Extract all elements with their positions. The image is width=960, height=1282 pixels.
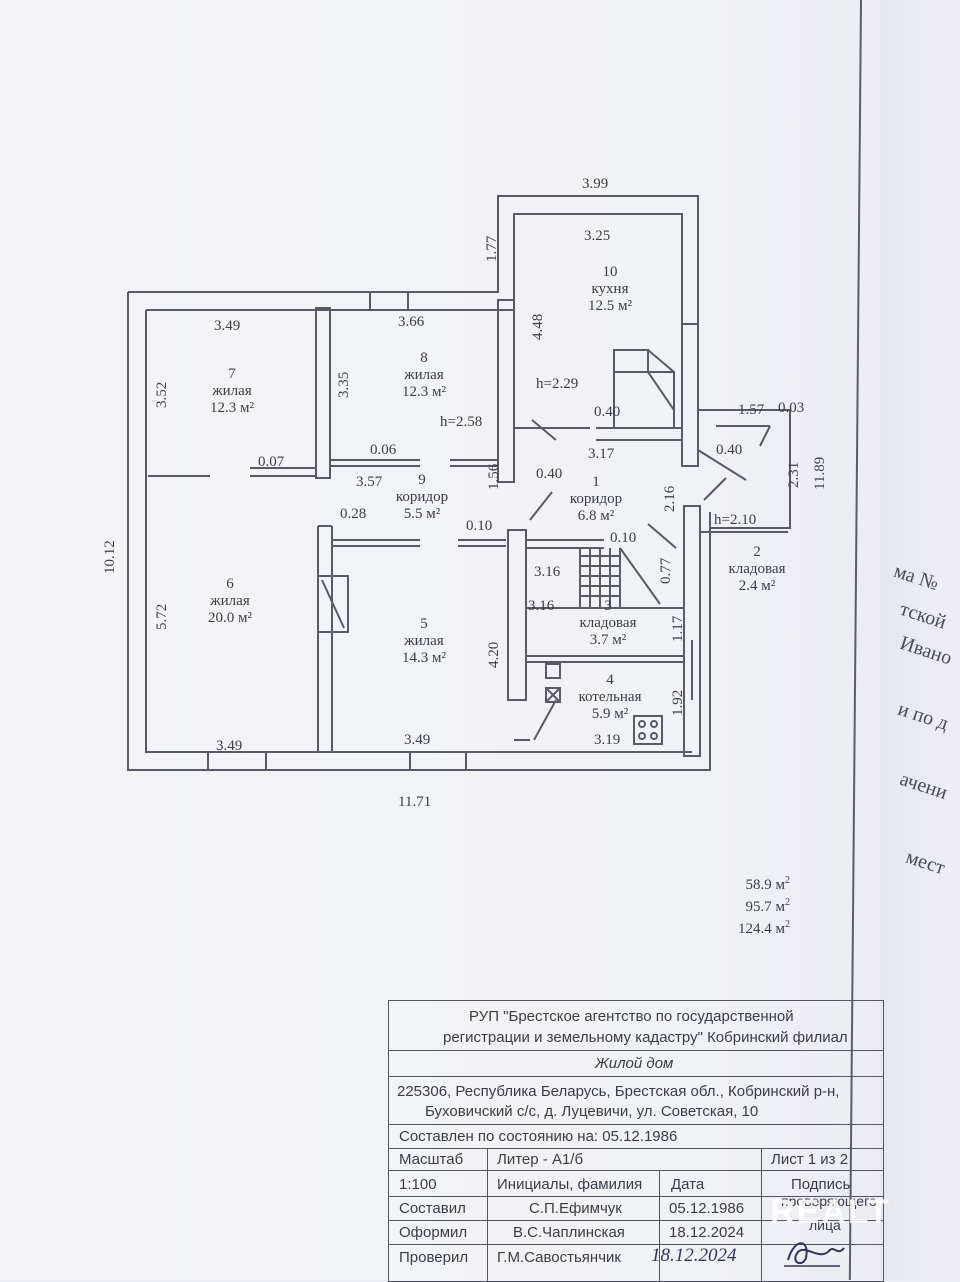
dim-overall-width: 11.71 bbox=[398, 794, 432, 810]
dim-0-28: 0.28 bbox=[340, 506, 367, 522]
tb-row-checked: Проверил Г.М.Савостьянчик 18.12.2024 bbox=[389, 1245, 883, 1281]
sign-header: Подпись bbox=[791, 1176, 851, 1193]
name-checked: Г.М.Савостьянчик bbox=[497, 1249, 621, 1266]
sheet-number: Лист 1 из 2 bbox=[771, 1151, 849, 1168]
tb-org-row: РУП "Брестское агентство по государствен… bbox=[389, 1001, 883, 1051]
dim-0-07: 0.07 bbox=[258, 454, 285, 470]
dim-3-19: 3.19 bbox=[594, 732, 621, 748]
total-living-area: 58.9 м bbox=[745, 877, 786, 893]
dim-0-77: 0.77 bbox=[658, 557, 674, 584]
dim-3-49-top: 3.49 bbox=[214, 318, 241, 334]
tb-address-row: 225306, Республика Беларусь, Брестская о… bbox=[389, 1077, 883, 1125]
dim-0-03: 0.03 bbox=[778, 400, 805, 416]
total-full-area: 124.4 м bbox=[738, 921, 785, 937]
dim-3-35: 3.35 bbox=[336, 371, 352, 398]
adjacent-sheet bbox=[880, 0, 960, 1280]
dim-0-10-a: 0.10 bbox=[466, 518, 493, 534]
height-2-29: h=2.29 bbox=[536, 376, 579, 392]
dim-3-25: 3.25 bbox=[584, 228, 611, 244]
scale-label: Масштаб bbox=[399, 1151, 464, 1168]
dim-1-17: 1.17 bbox=[670, 615, 686, 642]
tb-scale-row: Масштаб Литер - А1/б Лист 1 из 2 bbox=[389, 1149, 883, 1171]
address-line-2: Буховичский с/с, д. Луцевичи, ул. Советс… bbox=[425, 1103, 759, 1120]
tb-col-divider-2 bbox=[659, 1171, 661, 1281]
dim-1-57: 1.57 bbox=[738, 402, 765, 418]
tb-row-formatted: Оформил В.С.Чаплинская 18.12.2024 лица bbox=[389, 1217, 883, 1245]
dim-4-48: 4.48 bbox=[530, 313, 546, 340]
name-formatted: В.С.Чаплинская bbox=[513, 1224, 625, 1241]
tb-header-row: 1:100 Инициалы, фамилия Дата Подпись bbox=[389, 1171, 883, 1197]
dim-2-16: 2.16 bbox=[662, 485, 678, 512]
tb-col-divider-3 bbox=[761, 1149, 763, 1281]
tb-col-divider-1 bbox=[487, 1149, 489, 1281]
address-line-1: 225306, Республика Беларусь, Брестская о… bbox=[397, 1083, 840, 1100]
height-2-10: h=2.10 bbox=[714, 512, 757, 528]
dim-3-57: 3.57 bbox=[356, 474, 383, 490]
date-compiled: 05.12.1986 bbox=[669, 1200, 745, 1217]
dim-0-40-b: 0.40 bbox=[716, 442, 743, 458]
org-line-2: регистрации и земельному кадастру" Кобри… bbox=[443, 1029, 848, 1046]
total-general-area: 95.7 м bbox=[745, 899, 786, 915]
dim-3-66: 3.66 bbox=[398, 314, 425, 330]
tb-object-row: Жилой дом bbox=[389, 1051, 883, 1077]
name-compiled: С.П.Ефимчук bbox=[529, 1200, 622, 1217]
dim-overall-height: 10.12 bbox=[102, 540, 118, 574]
sign-header-3: лица bbox=[809, 1217, 841, 1233]
dim-top-width: 3.99 bbox=[582, 176, 609, 192]
dim-5-72: 5.72 bbox=[154, 603, 170, 630]
dim-3-49-bottom-mid: 3.49 bbox=[404, 732, 431, 748]
state-date: Составлен по состоянию на: 05.12.1986 bbox=[399, 1128, 678, 1145]
dim-1-56: 1.56 bbox=[486, 463, 502, 490]
handwritten-date: 18.12.2024 bbox=[651, 1245, 737, 1266]
dim-0-40-c: 0.40 bbox=[536, 466, 563, 482]
dim-3-16-b: 3.16 bbox=[528, 598, 555, 614]
dim-0-06: 0.06 bbox=[370, 442, 397, 458]
title-block: РУП "Брестское агентство по государствен… bbox=[388, 1000, 884, 1282]
dim-0-10-b: 0.10 bbox=[610, 530, 637, 546]
tb-row-compiled: Составил С.П.Ефимчук 05.12.1986 проверяю… bbox=[389, 1193, 883, 1221]
date-formatted: 18.12.2024 bbox=[669, 1224, 745, 1241]
dim-right-height: 11.89 bbox=[812, 456, 828, 490]
dim-3-16-a: 3.16 bbox=[534, 564, 561, 580]
date-header: Дата bbox=[671, 1176, 705, 1193]
dim-1-77: 1.77 bbox=[484, 235, 500, 262]
watermark-logo: REALT bbox=[770, 1193, 891, 1231]
liter: Литер - А1/б bbox=[497, 1151, 584, 1168]
role-formatted: Оформил bbox=[399, 1224, 468, 1241]
object-name: Жилой дом bbox=[595, 1055, 674, 1072]
org-line-1: РУП "Брестское агентство по государствен… bbox=[469, 1008, 794, 1025]
tb-date-row: Составлен по состоянию на: 05.12.1986 bbox=[389, 1125, 883, 1149]
dim-3-52: 3.52 bbox=[154, 381, 170, 408]
area-totals: 58.9 м2 95.7 м2 124.4 м2 bbox=[738, 875, 790, 937]
sign-header-2: проверяющего bbox=[781, 1193, 877, 1209]
role-compiled: Составил bbox=[399, 1200, 466, 1217]
dim-2-31: 2.31 bbox=[786, 461, 802, 488]
dim-3-17: 3.17 bbox=[588, 446, 615, 462]
role-checked: Проверил bbox=[399, 1249, 469, 1266]
height-2-58: h=2.58 bbox=[440, 414, 483, 430]
dim-0-40-a: 0.40 bbox=[594, 404, 621, 420]
dim-1-92: 1.92 bbox=[670, 689, 686, 716]
scale-value: 1:100 bbox=[399, 1176, 437, 1193]
signature bbox=[784, 1242, 845, 1267]
dim-4-20: 4.20 bbox=[486, 641, 502, 668]
dim-3-49-bottom-left: 3.49 bbox=[216, 738, 243, 754]
initials-header: Инициалы, фамилия bbox=[497, 1176, 643, 1193]
